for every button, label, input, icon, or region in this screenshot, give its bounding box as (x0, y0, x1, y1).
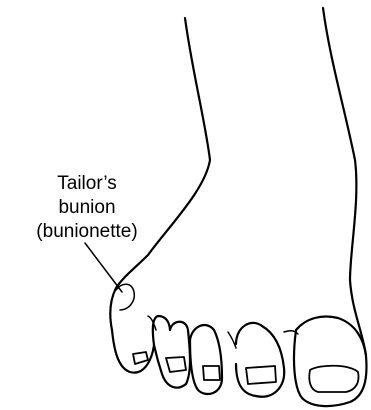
bunion-label: Tailor’s bunion (bunionette) (12, 172, 162, 244)
fourth-toe (153, 316, 190, 388)
second-toenail (246, 366, 276, 384)
middle-toe (190, 325, 222, 394)
second-toe (236, 323, 284, 397)
toe-crease-2 (228, 332, 236, 348)
medial-foot-outline (323, 8, 366, 355)
label-line-1: Tailor’s (12, 172, 162, 196)
little-toenail (133, 352, 148, 364)
middle-toenail (203, 366, 220, 380)
label-line-2: bunion (12, 196, 162, 220)
fourth-toenail (166, 357, 186, 372)
little-toe (112, 330, 154, 373)
big-toenail (309, 366, 358, 392)
leader-line (85, 243, 122, 292)
label-line-3: (bunionette) (12, 220, 162, 244)
